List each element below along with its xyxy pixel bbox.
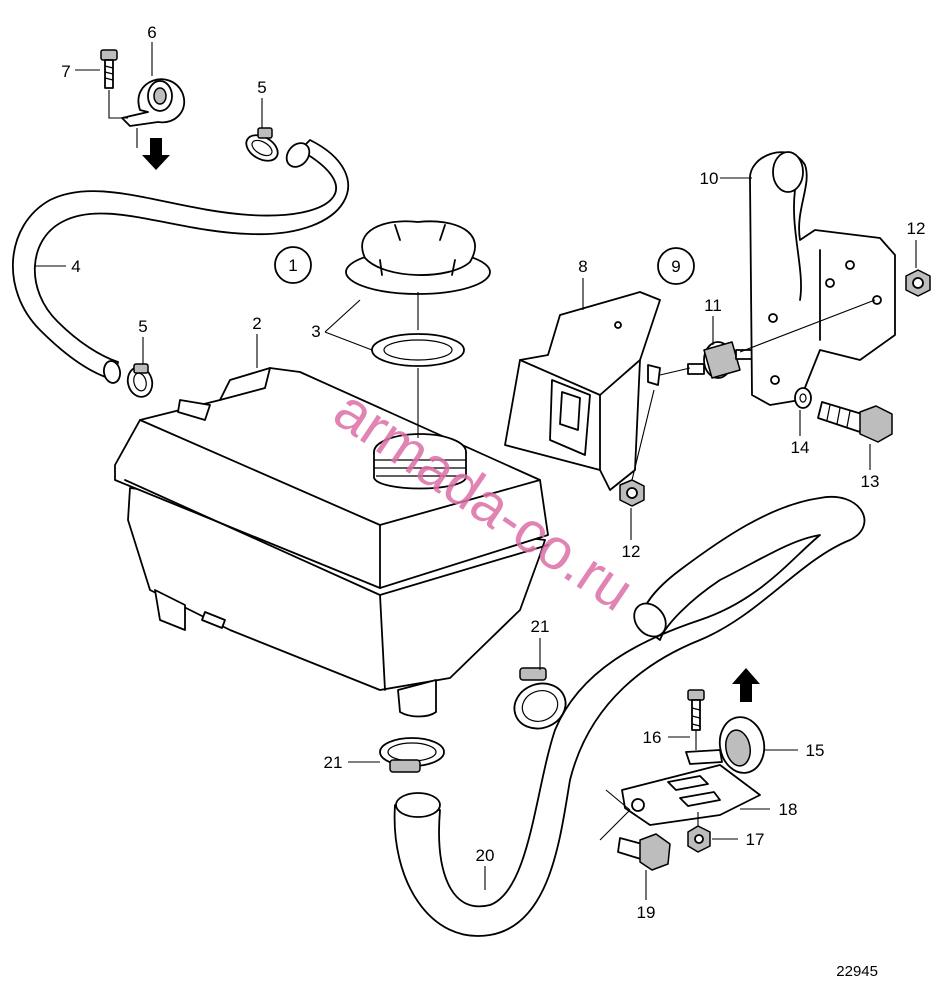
callout-label: 17	[746, 830, 765, 849]
figure-number: 22945	[836, 963, 878, 980]
callout-label: 10	[700, 169, 719, 188]
callout-label: 8	[578, 257, 587, 276]
reference-marker-1: 1	[274, 246, 312, 284]
callout-label: 16	[643, 728, 662, 747]
rubber-mount-11	[687, 341, 753, 379]
washer-14	[794, 387, 812, 409]
callout-label: 12	[622, 542, 641, 561]
bolt-13	[817, 401, 893, 443]
hose-lower	[393, 495, 866, 937]
arrow-up-icon	[732, 668, 760, 702]
callout-label: 19	[637, 903, 656, 922]
callout-label: 2	[252, 314, 261, 333]
callout-label: 11	[704, 296, 722, 315]
callout-label: 5	[257, 78, 266, 97]
bolt-16	[687, 689, 705, 731]
callout-label: 15	[806, 741, 825, 760]
callout-label: 3	[311, 322, 320, 341]
expansion-tank	[114, 367, 549, 718]
callout-label: 9	[671, 257, 680, 276]
callout-label: 20	[476, 846, 495, 865]
arrow-down-icon	[142, 138, 170, 170]
callout-label: 14	[791, 438, 810, 457]
callout-label: 7	[61, 62, 70, 81]
bracket-10	[749, 151, 896, 406]
callout-label: 21	[324, 753, 343, 772]
pipe-clip-15	[685, 716, 766, 774]
bolt-19	[617, 833, 671, 871]
hose-clamp-left	[126, 363, 154, 398]
hose-clamp-top	[245, 127, 279, 162]
bracket-9	[504, 291, 661, 491]
hose-clamp-lower	[379, 737, 445, 773]
pipe-clip-6	[121, 78, 185, 127]
callout-label: 5	[138, 317, 147, 336]
bracket-18	[621, 764, 761, 826]
callout-label: 18	[779, 800, 798, 819]
nut-17	[687, 825, 711, 853]
hose-clamp-right	[513, 667, 567, 730]
callout-label: 21	[531, 617, 550, 636]
nut-12-lower	[619, 479, 645, 507]
callout-label: 6	[147, 23, 156, 42]
callout-label: 12	[907, 219, 926, 238]
callout-label: 4	[71, 257, 80, 276]
callout-label: 13	[861, 472, 880, 491]
reference-marker-8: 9	[657, 247, 695, 285]
hose-upper	[12, 139, 350, 384]
callout-label: 1	[288, 256, 297, 275]
nut-12-upper	[905, 269, 931, 297]
bolt-7	[100, 49, 118, 89]
